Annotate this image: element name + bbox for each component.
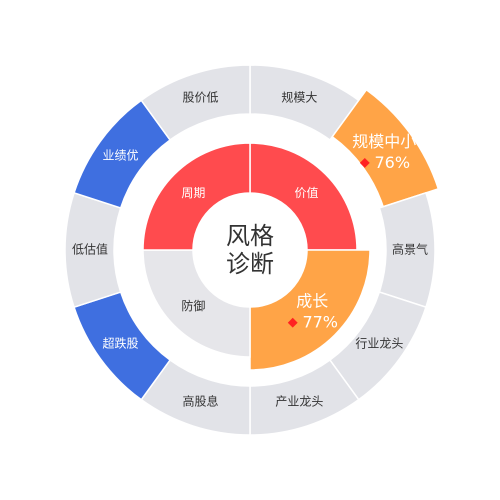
inner-segment-3[interactable] (142, 249, 251, 358)
outer-label-4: 行业龙头 (355, 337, 403, 351)
outer-label-8: 低估值 (72, 242, 108, 257)
inner-label-3: 防御 (181, 298, 205, 313)
center-title-line-2: 诊断 (226, 250, 274, 278)
outer-label-3: 高景气 (392, 242, 428, 257)
outer-segment-2[interactable] (331, 88, 440, 208)
center-label: 风格 诊断 (226, 222, 274, 278)
outer-value-marker-2 (359, 157, 370, 168)
outer-label-10: 股价低 (183, 90, 219, 104)
outer-label-5: 产业龙头 (275, 395, 323, 409)
center-title-line-1: 风格 (226, 222, 274, 250)
inner-value-2: 77% (302, 313, 338, 332)
outer-label-2: 规模中小 (352, 132, 416, 151)
inner-label-4: 周期 (181, 186, 205, 200)
inner-segment-2[interactable] (249, 249, 371, 371)
inner-label-1: 价值 (295, 185, 319, 200)
outer-label-6: 高股息 (183, 394, 219, 409)
inner-segment-1[interactable] (249, 142, 358, 251)
outer-label-1: 规模大 (281, 89, 317, 104)
outer-label-7: 超跌股 (103, 336, 139, 351)
outer-value-2: 76% (375, 153, 411, 172)
inner-value-marker-2 (287, 317, 298, 328)
inner-segment-4[interactable] (142, 142, 251, 251)
outer-label-9: 业绩优 (103, 148, 139, 162)
inner-label-2: 成长 (296, 292, 328, 311)
outer-segment-10[interactable] (140, 64, 251, 142)
